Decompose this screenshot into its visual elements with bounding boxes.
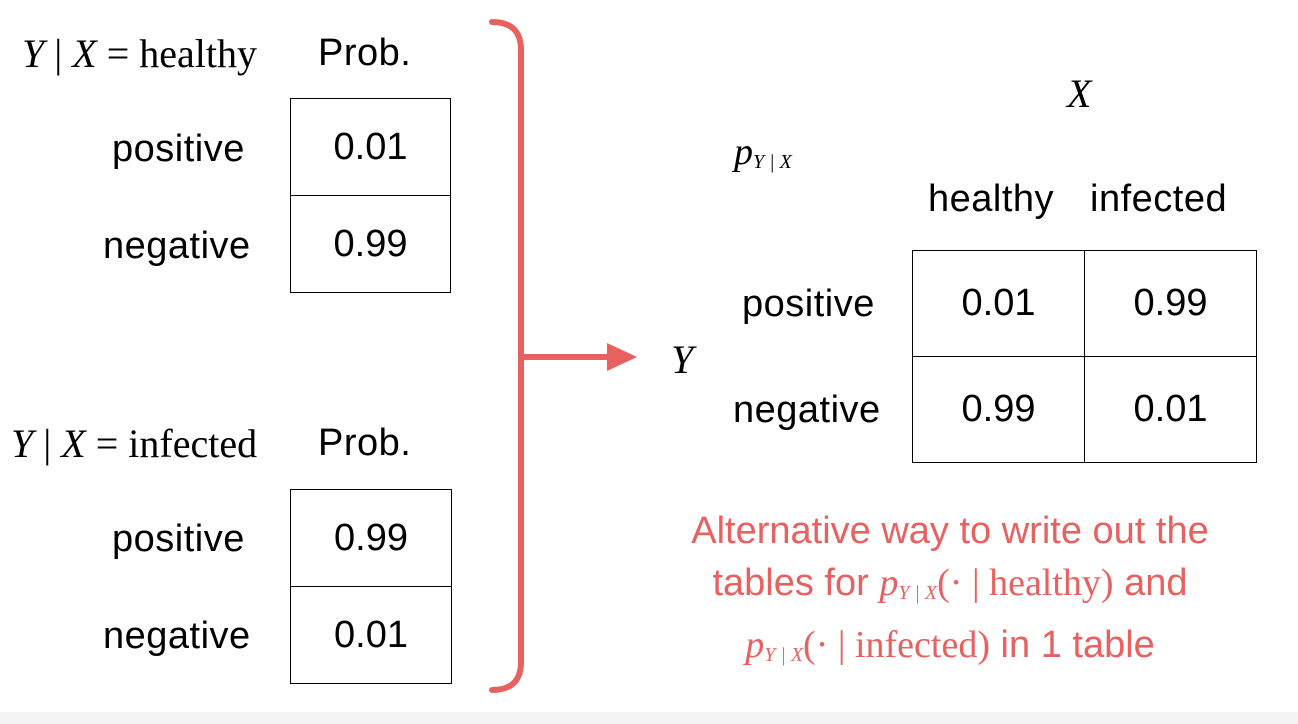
header-bar: | xyxy=(33,421,62,466)
caption-line-2-post: and xyxy=(1113,562,1188,604)
arrow-head xyxy=(607,343,637,371)
combined-row-var: Y xyxy=(671,337,694,382)
infected-header-value: infected xyxy=(128,421,258,466)
bottom-strip xyxy=(0,712,1298,724)
caption-line-2-pre: tables for xyxy=(712,562,880,604)
combined-title: pY | X xyxy=(734,130,792,174)
healthy-table-header: Y | X = healthy xyxy=(22,30,257,77)
caption-line-3-post: in 1 table xyxy=(990,624,1155,666)
title-p: p xyxy=(734,131,753,173)
infected-cell-negative: 0.01 xyxy=(290,586,452,684)
combined-col-var: X xyxy=(1067,71,1092,116)
caption-line-2-arg: (· | healthy) xyxy=(937,562,1114,604)
combined-row-label-negative: negative xyxy=(733,389,881,431)
caption-line-2-p: p xyxy=(879,562,899,604)
caption-line-3-arg: (· | infected) xyxy=(803,624,990,666)
caption-line-3: pY | X(· | infected) in 1 table xyxy=(640,619,1260,681)
infected-row-label-positive: positive xyxy=(112,518,245,560)
right-bracket xyxy=(489,19,524,693)
header-x: X xyxy=(72,31,97,76)
combined-cell-negative-healthy: 0.99 xyxy=(912,356,1085,463)
combined-col-infected: infected xyxy=(1090,178,1228,220)
combined-col-healthy: healthy xyxy=(928,178,1055,220)
header-bar: | xyxy=(44,31,73,76)
title-sub: Y | X xyxy=(753,151,792,173)
caption: Alternative way to write out the tables … xyxy=(640,505,1260,681)
header-var: Y xyxy=(11,421,34,466)
combined-row-label-positive: positive xyxy=(742,283,875,325)
header-eq: = xyxy=(85,421,129,466)
healthy-prob-header: Prob. xyxy=(318,32,412,74)
infected-row-label-negative: negative xyxy=(103,615,251,657)
caption-line-2-sub: Y | X xyxy=(898,582,938,604)
combined-cell-positive-healthy: 0.01 xyxy=(912,250,1085,357)
healthy-row-label-negative: negative xyxy=(103,225,251,267)
caption-line-2: tables for pY | X(· | healthy) and xyxy=(640,557,1260,619)
header-var: Y xyxy=(22,31,45,76)
healthy-row-label-positive: positive xyxy=(112,128,245,170)
combined-cell-positive-infected: 0.99 xyxy=(1084,250,1257,357)
caption-line-3-p: p xyxy=(745,624,765,666)
healthy-header-value: healthy xyxy=(139,31,257,76)
healthy-cell-negative: 0.99 xyxy=(290,195,451,293)
caption-line-1: Alternative way to write out the xyxy=(691,510,1209,552)
header-eq: = xyxy=(96,31,140,76)
infected-table-header: Y | X = infected xyxy=(11,420,257,467)
infected-prob-header: Prob. xyxy=(318,422,412,464)
caption-line-3-sub: Y | X xyxy=(764,644,804,666)
combined-cell-negative-infected: 0.01 xyxy=(1084,356,1257,463)
header-x: X xyxy=(61,421,86,466)
